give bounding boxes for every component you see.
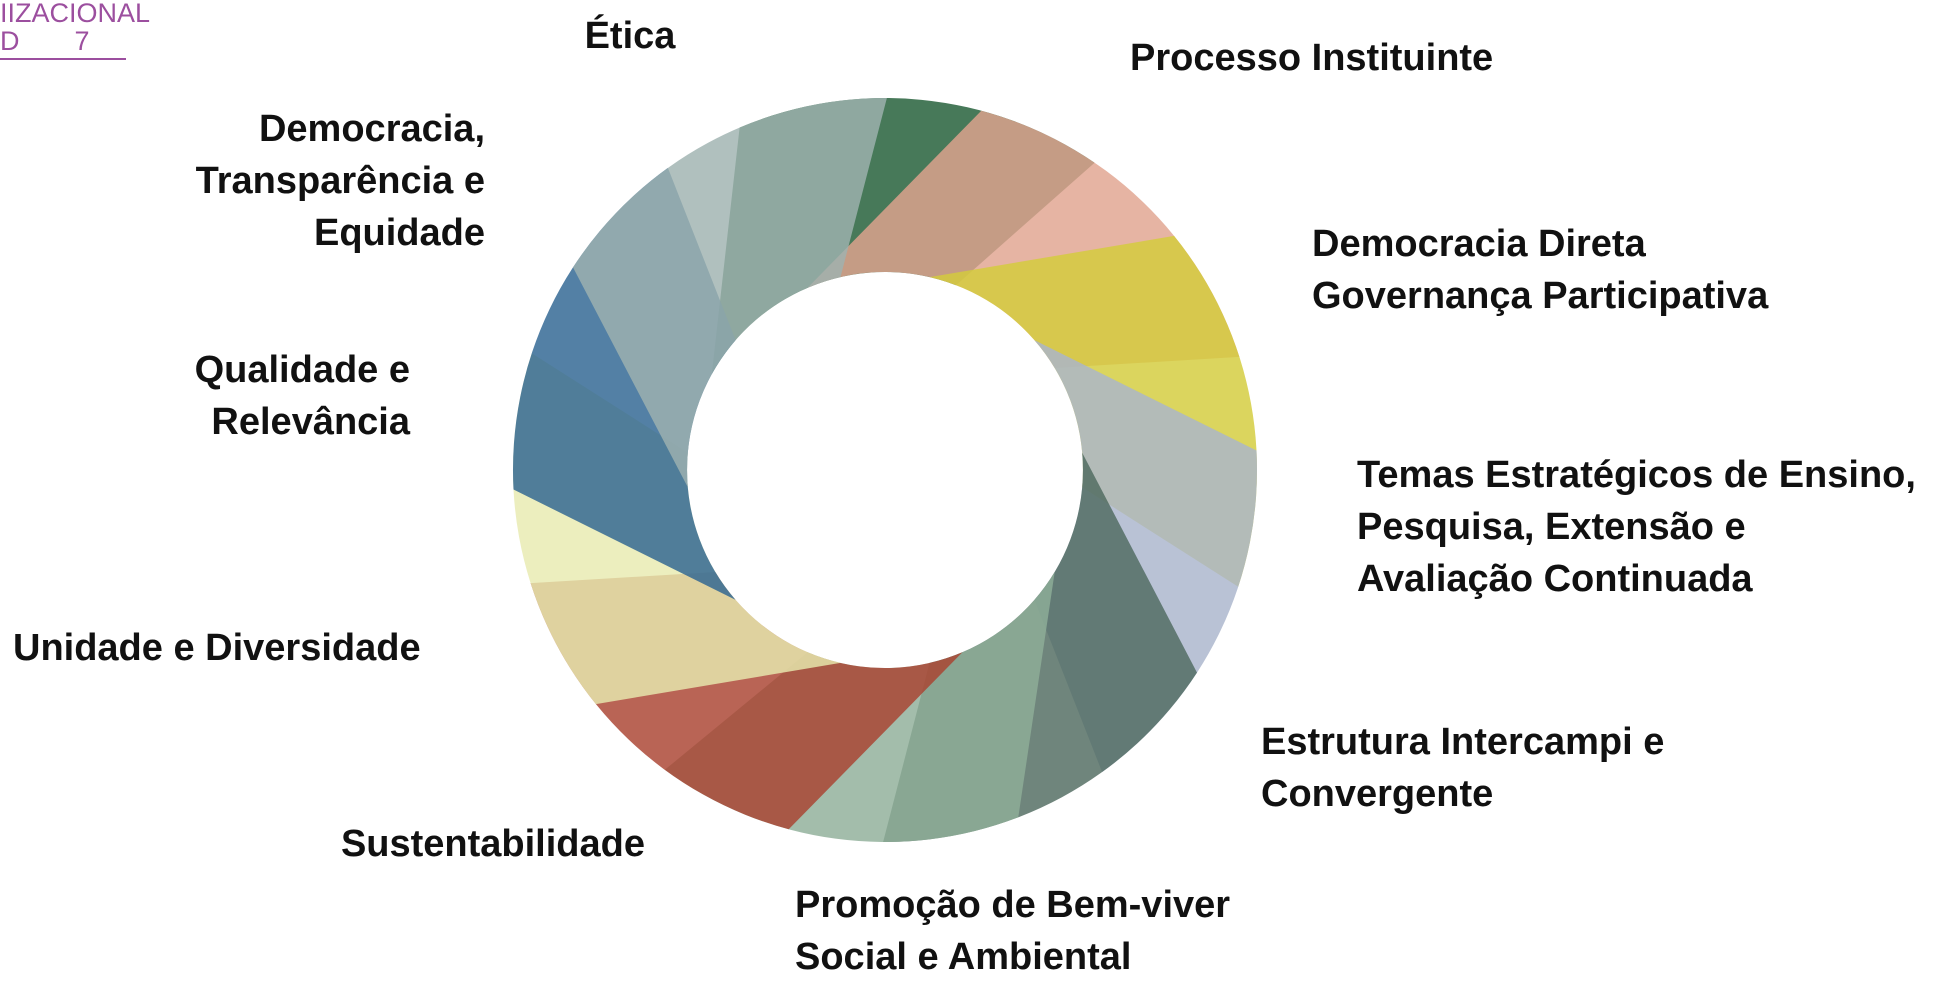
label-qualidade-relevancia: Qualidade e Relevância	[194, 349, 410, 443]
logo: IIZACIONAL D7	[0, 0, 150, 66]
petals-group	[512, 97, 1258, 843]
label-democracia-direta: Democracia Direta Governança Participati…	[1312, 223, 1769, 317]
label-promocao-bem-viver: Promoção de Bem-viver Social e Ambiental	[795, 884, 1231, 978]
label-democracia-transparencia: Democracia, Transparência e Equidade	[195, 108, 485, 254]
label-estrutura-intercampi: Estrutura Intercampi e Convergente	[1261, 721, 1665, 815]
logo-text-bottom: D7	[0, 26, 145, 56]
logo-underline	[0, 58, 126, 60]
label-temas-estrategicos: Temas Estratégicos de Ensino, Pesquisa, …	[1357, 454, 1916, 600]
label-sustentabilidade: Sustentabilidade	[340, 823, 645, 865]
petal-democracia-transparencia	[573, 97, 887, 488]
logo-text-top: IIZACIONAL	[0, 0, 151, 28]
label-processo-instituinte: Processo Instituinte	[1130, 37, 1494, 79]
label-unidade-diversidade: Unidade e Diversidade	[13, 627, 421, 669]
label-etica: Ética	[584, 15, 676, 57]
